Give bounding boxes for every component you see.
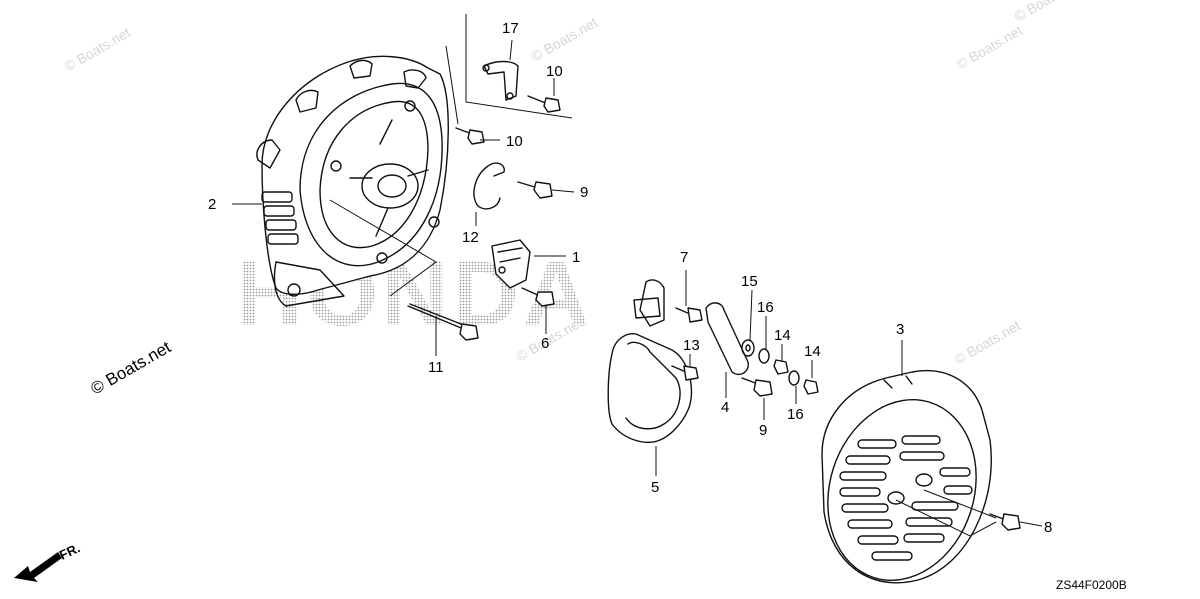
front-label: FR. — [57, 540, 82, 562]
callout-2: 2 — [208, 196, 216, 213]
watermark: © Boats.net — [1012, 0, 1084, 25]
clip-12 — [473, 162, 505, 210]
watermark: © Boats.net — [62, 24, 134, 75]
nut-14a — [773, 359, 789, 375]
callout-10-lower: 10 — [506, 133, 523, 150]
bolt-8 — [989, 513, 1021, 531]
callout-16-lower: 16 — [787, 406, 804, 423]
callout-6: 6 — [541, 335, 549, 352]
washer-16b — [788, 370, 800, 386]
callout-15: 15 — [741, 273, 758, 290]
callout-14-upper: 14 — [774, 327, 791, 344]
grille-slots — [839, 435, 973, 561]
callout-5: 5 — [651, 479, 659, 496]
callout-7: 7 — [680, 249, 688, 266]
bolt-10-upper — [527, 95, 561, 113]
leader-lines — [232, 39, 1043, 537]
bolt-9-upper — [517, 181, 553, 199]
callout-3: 3 — [896, 321, 904, 338]
rear-housing — [256, 55, 449, 307]
bolt-6 — [521, 287, 555, 307]
callout-numbers: 2 17 10 10 9 12 1 6 11 7 13 15 16 14 14 … — [208, 20, 1052, 536]
watermark: © Boats.net — [88, 337, 175, 398]
callout-12: 12 — [462, 229, 479, 246]
nut-14b — [803, 379, 819, 395]
screw-13 — [671, 365, 699, 381]
bolt-9-lower — [741, 377, 773, 397]
bolt-11 — [407, 303, 479, 341]
watermark: © Boats.net — [954, 22, 1026, 73]
watermark: © Boats.net — [952, 317, 1024, 368]
diagram-code: ZS44F0200B — [1056, 578, 1127, 592]
callout-14-lower: 14 — [804, 343, 821, 360]
washer-16a — [758, 348, 770, 364]
callout-4: 4 — [721, 399, 729, 416]
ground-strap — [465, 14, 573, 119]
fan-cover-3 — [821, 370, 992, 584]
callout-13: 13 — [683, 337, 700, 354]
bracket-1 — [491, 239, 531, 289]
front-arrow-icon — [14, 552, 62, 582]
cover-5 — [607, 279, 693, 443]
callout-8: 8 — [1044, 519, 1052, 536]
callout-10-upper: 10 — [546, 63, 563, 80]
callout-17: 17 — [502, 20, 519, 37]
callout-11: 11 — [428, 359, 444, 376]
washer-15 — [741, 339, 755, 357]
screw-7 — [675, 307, 703, 323]
bolt-10-lower — [455, 127, 485, 145]
callout-1: 1 — [572, 249, 580, 266]
callout-16-upper: 16 — [757, 299, 774, 316]
callout-9-upper: 9 — [580, 184, 588, 201]
watermark: © Boats.net — [529, 14, 601, 65]
front-direction-marker: FR. — [14, 540, 82, 582]
callout-9-lower: 9 — [759, 422, 767, 439]
plate-4 — [705, 302, 749, 376]
